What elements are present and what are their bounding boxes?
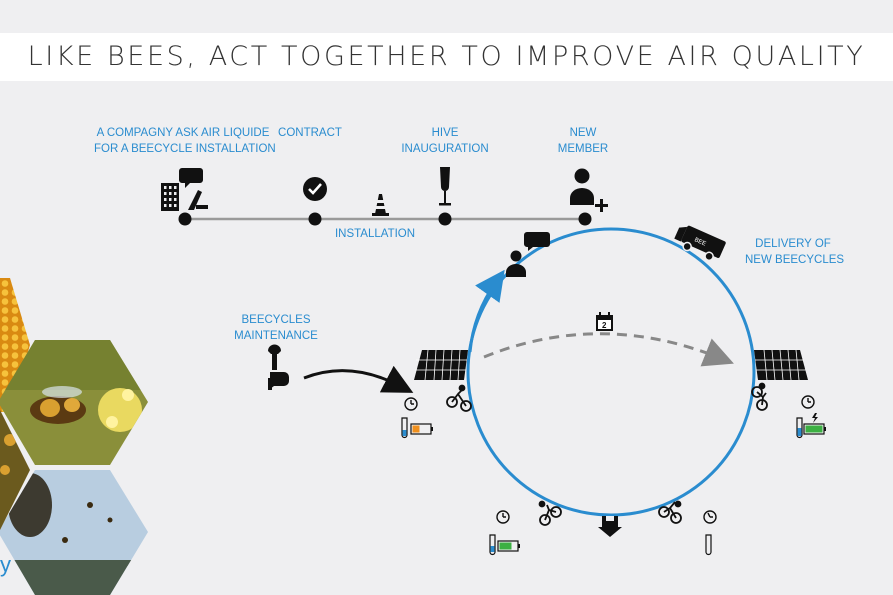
test-tube-icon	[401, 417, 408, 439]
down-arrow-icon	[598, 516, 622, 537]
timeline-dot-contract	[308, 212, 322, 226]
label-installation: INSTALLATION	[334, 228, 416, 240]
timeline-dot-request	[178, 212, 192, 226]
solar-panel-icon	[414, 349, 468, 381]
timeline-dot-inauguration	[438, 212, 452, 226]
label-inauguration-line2: INAUGURATION	[401, 143, 489, 155]
label-new-member: NEW MEMBER	[548, 125, 618, 157]
building-icon	[161, 168, 203, 211]
label-contract: CONTRACT	[278, 127, 342, 139]
calendar-icon: 2	[596, 312, 613, 331]
label-new-member-line2: MEMBER	[557, 143, 609, 155]
check-circle-icon	[303, 177, 327, 201]
add-user-icon	[570, 168, 608, 212]
wrench-hand-icon	[268, 344, 289, 390]
title-banner: LIKE BEES, ACT TOGETHER TO IMPROVE AIR Q…	[0, 33, 893, 81]
battery-icon	[497, 540, 520, 552]
test-tube-icon	[705, 534, 712, 556]
maintenance-arrow	[303, 365, 414, 393]
label-maintenance-line2: MAINTENANCE	[234, 330, 318, 342]
bicycle-icon	[538, 500, 562, 526]
van-text: BEE	[693, 237, 706, 247]
cycle-circle	[466, 227, 756, 517]
calendar-day: 2	[602, 321, 607, 330]
label-request: A COMPAGNY ASK AIR LIQUIDE FOR A BEECYCL…	[94, 125, 276, 157]
cycle-arrow	[468, 269, 505, 353]
bicycle-icon	[751, 382, 768, 411]
champagne-glass-icon	[439, 167, 451, 206]
test-tube-icon	[796, 417, 803, 439]
photo-fragment-text: y	[0, 552, 11, 577]
timeline-dot-member	[578, 212, 592, 226]
label-inauguration: HIVE INAUGURATION	[400, 125, 490, 157]
solar-panel-icon	[754, 349, 808, 381]
battery-icon	[803, 413, 826, 435]
photo-bees-sky	[0, 470, 148, 595]
label-maintenance-line1: BEECYCLES	[241, 314, 311, 326]
transfer-arrow	[483, 332, 734, 367]
page-title: LIKE BEES, ACT TOGETHER TO IMPROVE AIR Q…	[27, 41, 866, 72]
label-request-line1: A COMPAGNY ASK AIR LIQUIDE	[96, 127, 270, 139]
label-delivery: DELIVERY OF NEW BEECYCLES	[745, 236, 845, 268]
label-delivery-line1: DELIVERY OF	[755, 238, 831, 250]
traffic-cone-icon	[372, 194, 389, 216]
bicycle-icon	[658, 500, 682, 524]
clock-icon	[404, 397, 418, 411]
label-delivery-line2: NEW BEECYCLES	[745, 254, 845, 266]
label-inauguration-line1: HIVE	[431, 127, 459, 139]
clock-icon	[801, 395, 815, 409]
air-liquide-logo-icon	[188, 190, 208, 210]
label-maintenance: BEECYCLES MAINTENANCE	[232, 312, 320, 344]
test-tube-icon	[489, 534, 496, 556]
label-request-line2: FOR A BEECYCLE INSTALLATION	[94, 143, 276, 155]
clock-icon	[703, 510, 717, 524]
bicycle-icon	[446, 384, 472, 412]
clock-icon	[496, 510, 510, 524]
label-new-member-line1: NEW	[569, 127, 597, 139]
battery-icon	[410, 423, 433, 435]
delivery-van-icon: BEE	[674, 225, 726, 262]
user-chat-icon	[506, 232, 550, 277]
